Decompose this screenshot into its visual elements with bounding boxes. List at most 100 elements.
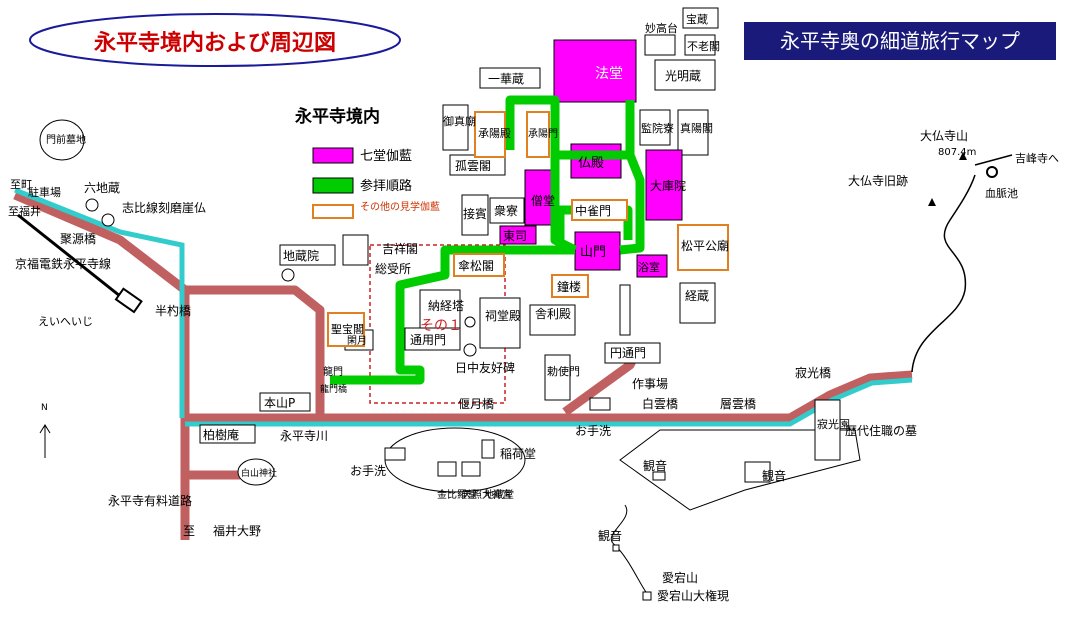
bldg-misc1 bbox=[342, 234, 369, 266]
label-ryumon-bashi: 龍門橋 bbox=[320, 383, 347, 395]
road-main bbox=[185, 370, 913, 423]
label-shoyomon: 承陽門 bbox=[528, 128, 558, 140]
nokyo-icon bbox=[464, 316, 476, 328]
label-kyozo: 経蔵 bbox=[685, 289, 709, 303]
label-rekidai: 歴代住職の墓 bbox=[845, 424, 917, 438]
hall-sanmon bbox=[574, 231, 621, 271]
label-dir-machi: 至町 bbox=[10, 178, 32, 191]
label-shibihiki: 志比線刻磨崖仏 bbox=[122, 200, 206, 215]
label-sono1: その１ bbox=[420, 318, 462, 334]
route-d bbox=[619, 153, 645, 255]
label-ryumon: 龍門 bbox=[323, 365, 343, 378]
bldg-shinyo bbox=[677, 109, 709, 156]
label-sansho: 傘松閣 bbox=[458, 259, 494, 273]
legend-label-main: 七堂伽藍 bbox=[360, 149, 412, 164]
label-daibutsuji-ato: 大仏寺旧跡 bbox=[848, 173, 908, 188]
monzen-bochi-circle bbox=[39, 119, 85, 161]
label-jizodo: 地蔵堂 bbox=[484, 488, 514, 501]
hall-butsuden bbox=[570, 143, 622, 179]
hall-tosu bbox=[499, 225, 537, 245]
title-ellipse bbox=[29, 13, 401, 67]
yoshimine-path bbox=[974, 154, 1013, 166]
bldg-inari bbox=[481, 439, 495, 459]
label-engetsu: 偃月橋 bbox=[458, 396, 494, 411]
label-matsudaira: 松平公廟 bbox=[681, 238, 729, 253]
label-seiho: 聖宝閣 bbox=[331, 322, 364, 336]
bldg-otearai bbox=[384, 447, 406, 461]
label-chokushi: 勅使門 bbox=[547, 365, 580, 378]
mountain-trail bbox=[911, 174, 976, 373]
label-hatto: 法堂 bbox=[595, 66, 623, 82]
legend-swatch-main bbox=[312, 147, 354, 164]
label-atagosan: 愛宕山 bbox=[662, 570, 698, 585]
label-toll-road: 永平寺有料道路 bbox=[108, 493, 192, 508]
label-shinyo: 真陽閣 bbox=[680, 121, 713, 135]
label-komyozo: 光明蔵 bbox=[665, 69, 701, 83]
hakusan-circle bbox=[237, 458, 275, 486]
hall-chujaku bbox=[571, 199, 628, 221]
atago-shrine-icon bbox=[642, 591, 652, 601]
kannon-mark2 bbox=[652, 471, 666, 481]
label-hozo: 宝蔵 bbox=[686, 12, 708, 26]
label-myokodai: 妙高台 bbox=[645, 21, 678, 35]
bldg-nokyo bbox=[419, 289, 461, 331]
label-kissho: 吉祥閣 bbox=[382, 242, 418, 256]
label-chujaku: 中雀門 bbox=[575, 203, 611, 218]
label-ichige: 一華蔵 bbox=[488, 72, 524, 86]
bldg-chokushi bbox=[544, 354, 571, 401]
label-dir-fukui: 至福井 bbox=[8, 204, 41, 218]
label-konpira: 金比羅堂 bbox=[437, 488, 477, 501]
label-kounkaku: 孤雲閣 bbox=[455, 159, 491, 173]
label-kannon1: 観音 bbox=[643, 458, 667, 473]
labels: 法堂 仏殿 僧堂 大庫院 山門 東司 浴室 中雀門 承陽殿 承陽門 傘松閣 鐘楼… bbox=[8, 12, 1059, 603]
bldg-shido bbox=[479, 297, 521, 349]
bldg-honzan-p bbox=[259, 392, 311, 412]
railway-line bbox=[17, 213, 126, 302]
label-yoshimine: 吉峰寺へ bbox=[1015, 152, 1059, 165]
label-kangetsu: 閑月 bbox=[347, 335, 367, 347]
bldg-jizoin bbox=[279, 244, 336, 266]
label-hakuun: 白雲橋 bbox=[642, 396, 678, 411]
legend-swatch-route bbox=[312, 177, 354, 194]
bldg-shrine1 bbox=[437, 461, 457, 477]
bldg-kannon-hall bbox=[744, 461, 771, 483]
old-site-triangle-icon bbox=[928, 198, 936, 206]
hall-daikuin bbox=[645, 149, 683, 221]
label-atago-gongen: 愛宕山大権現 bbox=[657, 588, 729, 603]
bldg-kanin bbox=[639, 109, 671, 146]
label-setsuhin: 接賓 bbox=[463, 206, 487, 221]
north-label: N bbox=[41, 403, 48, 413]
label-jakkoen: 寂光園 bbox=[817, 417, 850, 431]
label-sakujiba: 作事場 bbox=[632, 377, 668, 391]
legend-swatch-other bbox=[312, 204, 354, 219]
hall-sansho bbox=[453, 253, 505, 277]
label-jakko: 寂光橋 bbox=[795, 365, 831, 380]
label-entsu: 円通門 bbox=[610, 346, 646, 360]
label-parking: 駐車場 bbox=[28, 185, 61, 199]
label-furo: 不老閣 bbox=[687, 40, 720, 53]
label-butsuden: 仏殿 bbox=[578, 156, 604, 171]
summit-triangle-icon bbox=[959, 152, 967, 160]
kannon-area bbox=[619, 429, 861, 511]
kannon-mark bbox=[612, 544, 620, 552]
hall-matsudaira bbox=[677, 224, 729, 271]
bldg-kyozo bbox=[679, 282, 716, 324]
label-eiheiji-station: えいへいじ bbox=[38, 315, 93, 328]
label-goshinbyo: 御真廟 bbox=[443, 114, 476, 128]
route-e bbox=[330, 245, 575, 385]
post-office-icon bbox=[281, 268, 295, 282]
label-sodo: 僧堂 bbox=[531, 194, 555, 208]
bldg-shuryo bbox=[489, 197, 525, 224]
river-west bbox=[14, 187, 185, 418]
bldg-jakkoen bbox=[814, 399, 841, 461]
buildings bbox=[199, 7, 841, 483]
label-hanshaku: 半杓橋 bbox=[155, 303, 191, 318]
hall-hatto bbox=[553, 39, 637, 103]
banner-title: 永平寺奥の細道旅行マップ bbox=[744, 22, 1056, 60]
label-kannon2: 観音 bbox=[762, 468, 786, 483]
chimyaku-pond-icon bbox=[986, 166, 998, 178]
bldg-goshinbyo bbox=[442, 104, 469, 151]
label-nokyo: 納経塔 bbox=[428, 299, 464, 313]
shibihiki-icon bbox=[101, 213, 115, 227]
